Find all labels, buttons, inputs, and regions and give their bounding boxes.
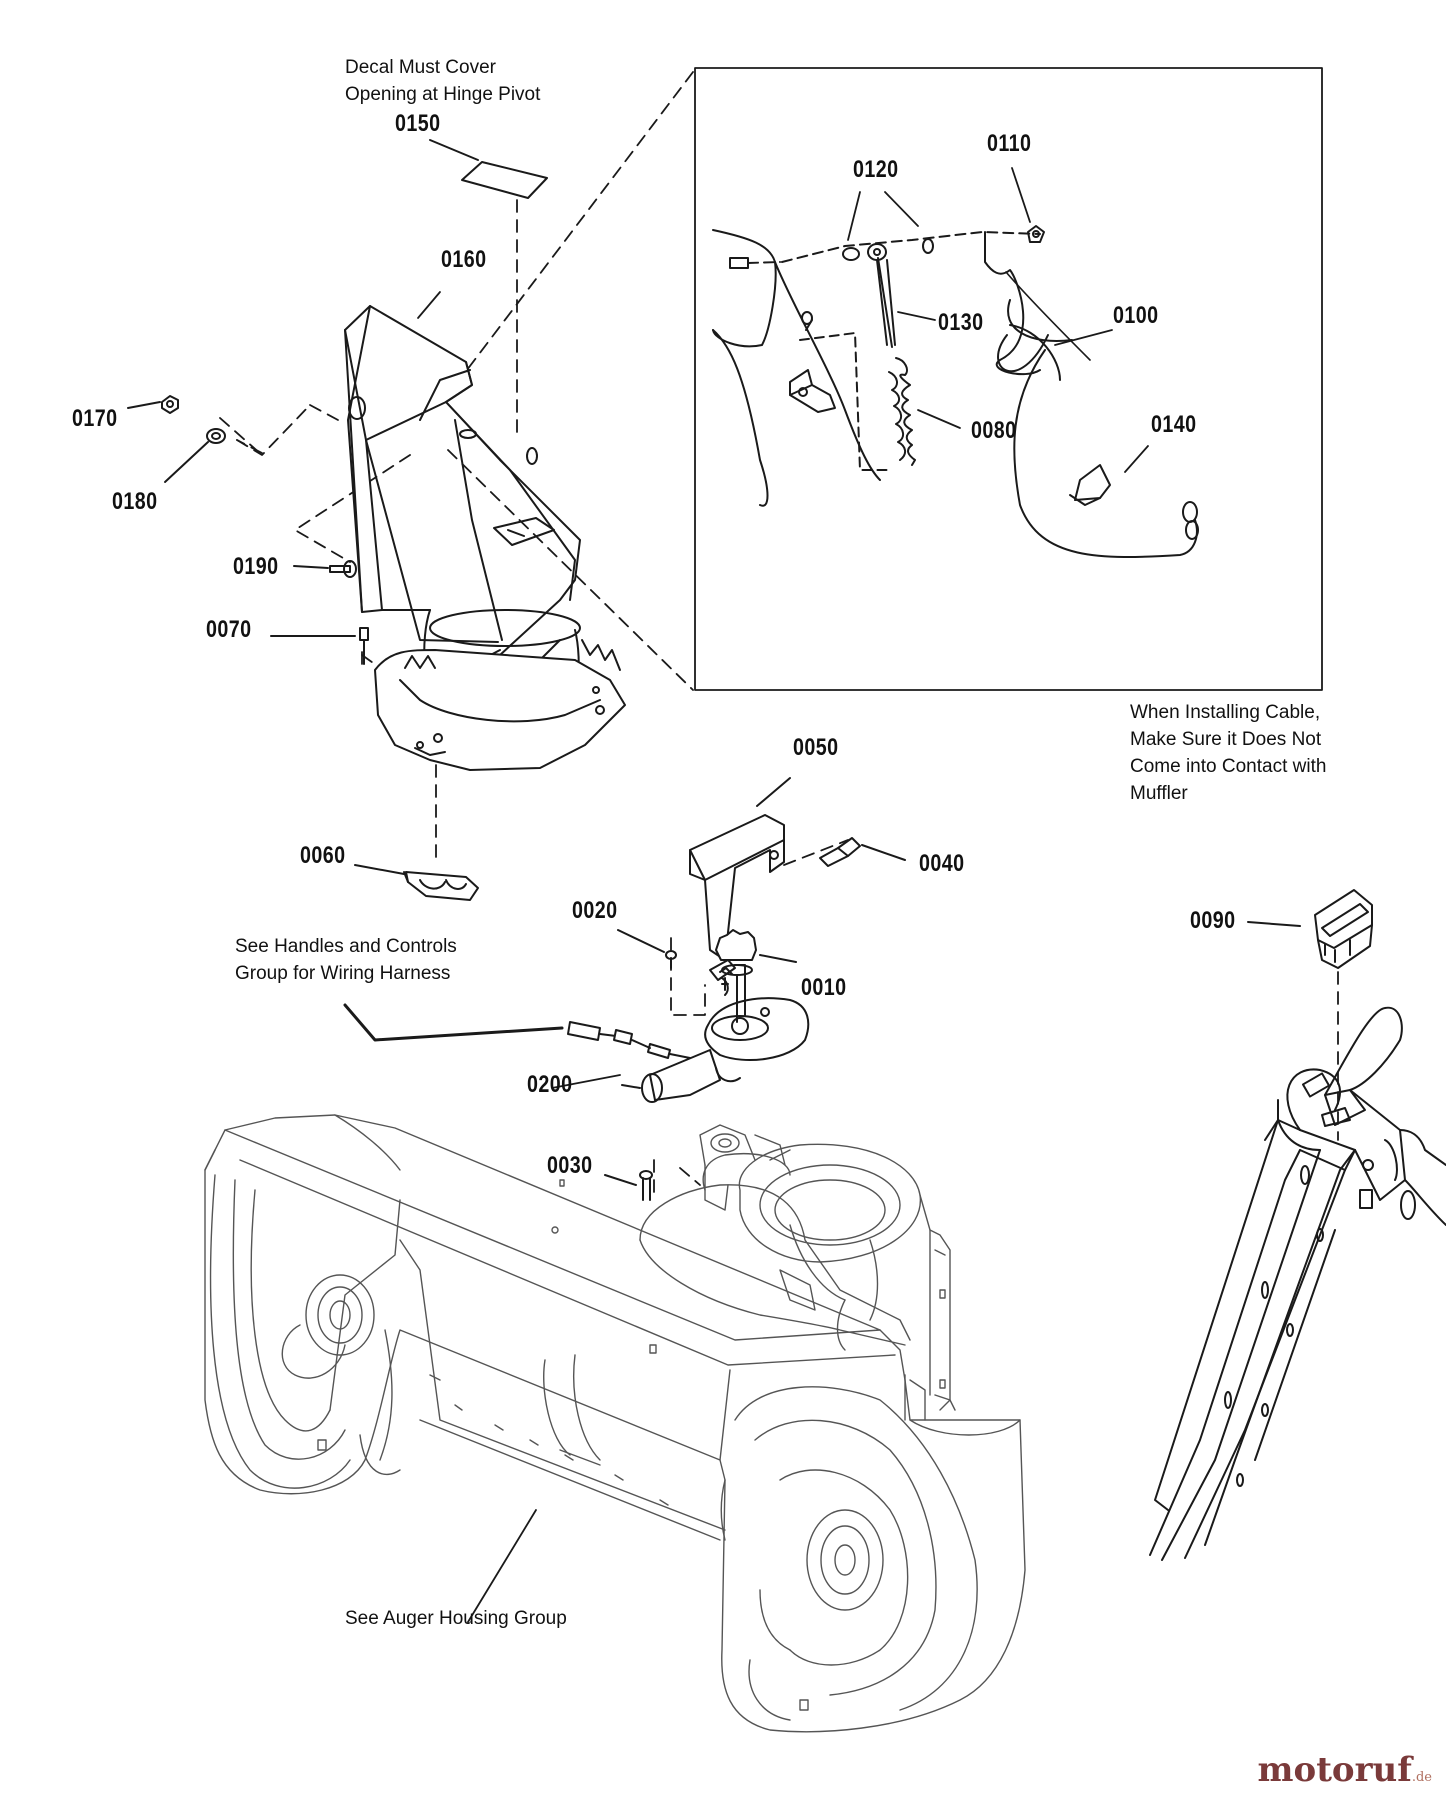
note-decal-line-1: Decal Must Cover bbox=[345, 57, 496, 78]
part-label-0080: 0080 bbox=[971, 417, 1017, 444]
switch-0090 bbox=[1247, 889, 1373, 969]
part-label-0020: 0020 bbox=[572, 897, 618, 924]
detail-inset bbox=[694, 67, 1323, 691]
watermark-tld: .de bbox=[1411, 1770, 1432, 1785]
note-handles: See Handles and Controls Group for Wirin… bbox=[235, 933, 457, 987]
part-label-0130: 0130 bbox=[938, 309, 984, 336]
watermark-logo: motoruf.de bbox=[1258, 1750, 1432, 1790]
note-cable-line-4: Muffler bbox=[1130, 783, 1188, 804]
motor-assembly-0200 bbox=[551, 929, 810, 1103]
impeller-housing-top bbox=[639, 1124, 951, 1411]
watermark-brand: motoruf bbox=[1257, 1750, 1412, 1790]
note-auger: See Auger Housing Group bbox=[345, 1605, 567, 1632]
part-label-0010: 0010 bbox=[801, 974, 847, 1001]
part-label-0140: 0140 bbox=[1151, 411, 1197, 438]
part-label-0050: 0050 bbox=[793, 734, 839, 761]
wiring-harness-connectors bbox=[343, 1003, 691, 1059]
decal-0150 bbox=[429, 139, 548, 199]
screw-0040 bbox=[819, 837, 906, 867]
part-label-0040: 0040 bbox=[919, 850, 965, 877]
part-label-0070: 0070 bbox=[206, 616, 252, 643]
part-label-0120: 0120 bbox=[853, 156, 899, 183]
assembly-dashed-lines bbox=[219, 71, 1339, 1201]
part-label-0190: 0190 bbox=[233, 553, 279, 580]
note-cable: When Installing Cable, Make Sure it Does… bbox=[1130, 699, 1326, 807]
part-label-0200: 0200 bbox=[527, 1071, 573, 1098]
label-leaders bbox=[417, 167, 1149, 1623]
note-decal: Decal Must Cover Opening at Hinge Pivot bbox=[345, 54, 540, 108]
part-label-0100: 0100 bbox=[1113, 302, 1159, 329]
hardware-left bbox=[127, 395, 479, 901]
note-cable-line-3: Come into Contact with bbox=[1130, 756, 1327, 777]
note-auger-line: See Auger Housing Group bbox=[345, 1608, 567, 1629]
auger-housing bbox=[204, 1114, 1026, 1733]
part-label-0030: 0030 bbox=[547, 1152, 593, 1179]
part-label-0060: 0060 bbox=[300, 842, 346, 869]
part-label-0170: 0170 bbox=[72, 405, 118, 432]
note-cable-line-1: When Installing Cable, bbox=[1130, 702, 1321, 723]
motor-cover-0050 bbox=[689, 777, 791, 961]
screws-0020-0030 bbox=[604, 929, 677, 1201]
note-handles-line-2: Group for Wiring Harness bbox=[235, 963, 451, 984]
note-handles-line-1: See Handles and Controls bbox=[235, 936, 457, 957]
part-label-0110: 0110 bbox=[987, 130, 1032, 157]
chute-0160 bbox=[344, 305, 581, 671]
part-label-0180: 0180 bbox=[112, 488, 158, 515]
note-decal-line-2: Opening at Hinge Pivot bbox=[345, 84, 541, 105]
note-cable-line-2: Make Sure it Does Not bbox=[1130, 729, 1322, 750]
part-label-0160: 0160 bbox=[441, 246, 487, 273]
handle-frame bbox=[1149, 1006, 1446, 1561]
part-label-0150: 0150 bbox=[395, 110, 441, 137]
part-label-0090: 0090 bbox=[1190, 907, 1236, 934]
chute-base bbox=[374, 609, 626, 771]
